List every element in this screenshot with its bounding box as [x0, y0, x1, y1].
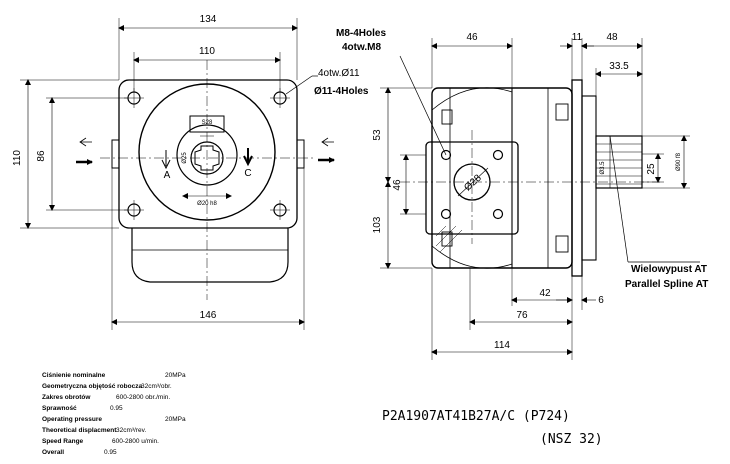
dim-6: 6 [598, 295, 604, 306]
rotation-arrow-c [243, 148, 253, 167]
spline-label-pl: Wielowypust AT [631, 264, 707, 275]
dim-103: 103 [372, 216, 383, 233]
spec-label: Overall [42, 449, 64, 456]
hole-callout-pl: 4otw.Ø11 [318, 68, 360, 79]
spec-value: 600-2800 u/min. [112, 438, 159, 445]
side-thread-hole-br [492, 208, 504, 220]
dim-46-top: 46 [466, 32, 478, 43]
dim-25: 25 [646, 163, 657, 175]
side-thread-hole-tl [440, 149, 452, 161]
spline-dia-label: Ø3.5 [600, 161, 606, 175]
side-thread-hole-bl [440, 208, 452, 220]
spec-value: 20MPa [165, 372, 186, 379]
rotation-label-a: A [164, 170, 171, 181]
spline-profile [194, 145, 220, 171]
hole-callout-en: Ø11-4Holes [314, 86, 369, 97]
spec-label: Ciśnienie nominalne [42, 372, 106, 379]
dim-width-146: 146 [200, 310, 217, 321]
series-code: (NSZ 32) [540, 432, 603, 447]
spline-label-en: Parallel Spline AT [625, 279, 708, 290]
front-port-label: S28 [202, 120, 213, 126]
pilot-size-label: Ø20 h8 [197, 201, 217, 207]
pilot-circle [176, 124, 238, 186]
spec-table: Ciśnienie nominalne 20MPa Geometryczna o… [42, 372, 186, 456]
side-shaft [595, 135, 643, 189]
side-flange [571, 79, 583, 277]
thread-callout-pl: 4otw.M8 [342, 42, 382, 53]
dim-46-vertical: 46 [392, 179, 403, 191]
front-view [20, 18, 335, 330]
pump-body-lower [131, 228, 289, 283]
side-thread-hole-tr [492, 149, 504, 161]
spec-value: 20MPa [165, 416, 186, 423]
dim-48: 48 [606, 32, 618, 43]
rotation-arrow-a [161, 150, 171, 170]
inlet-arrow-outline [79, 137, 92, 147]
spec-label: Operating pressure [42, 416, 102, 423]
side-port-dia: Ø28 [462, 172, 484, 193]
spec-label: Sprawność [42, 405, 77, 412]
spec-value: 32cm³/obr. [141, 383, 172, 390]
rotation-label-c: C [244, 168, 251, 179]
dim-53: 53 [372, 129, 383, 141]
dim-33-5: 33.5 [609, 61, 629, 72]
spec-label: Geometryczna objętość robocza [42, 383, 142, 390]
spec-value: 32cm³/rev. [116, 427, 146, 434]
spec-value: 0.95 [104, 449, 117, 456]
spec-label: Zakres obrotów [42, 394, 91, 401]
spec-value: 0.95 [110, 405, 123, 412]
spec-value: 600-2800 obr./min. [116, 394, 170, 401]
side-view [380, 38, 700, 360]
dim-width-110: 110 [199, 46, 215, 57]
mounting-flange [118, 79, 298, 229]
spec-label: Theoretical displacment [42, 427, 117, 434]
dim-height-86: 86 [36, 150, 47, 162]
model-code: P2A1907AT41B27A/C (P724) [382, 409, 570, 424]
dim-76: 76 [516, 310, 528, 321]
dim-width-134: 134 [200, 14, 217, 25]
shaft-size-label: Ø25 [182, 152, 188, 164]
side-body [431, 87, 573, 269]
thread-callout-en: M8-4Holes [336, 28, 386, 39]
dim-42: 42 [539, 288, 551, 299]
dim-height-110: 110 [12, 150, 23, 166]
dim-114: 114 [494, 340, 510, 351]
outlet-arrow-outline [321, 137, 334, 147]
shaft-dia-label: Ø90 f8 [676, 152, 682, 171]
dim-11: 11 [572, 32, 583, 43]
spec-label: Speed Range [42, 438, 84, 445]
